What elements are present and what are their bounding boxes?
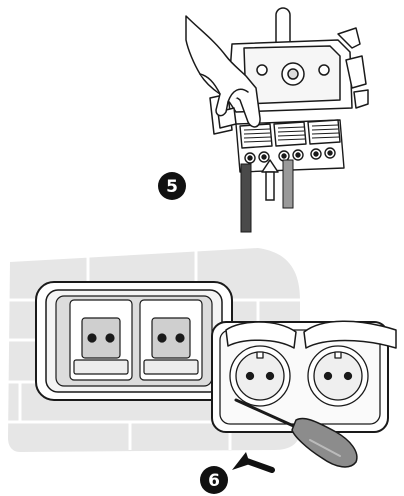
wire-dark — [240, 163, 252, 233]
left-mechanism — [69, 299, 133, 381]
step6-assembly: 6 — [8, 248, 397, 494]
socket-right — [307, 345, 369, 407]
arrow-up-icon — [261, 159, 279, 201]
right-mechanism — [139, 299, 203, 381]
step-5-badge: 5 — [158, 172, 186, 200]
terminal-holes — [244, 147, 336, 164]
wire-light — [282, 159, 294, 209]
step-6-badge: 6 — [200, 466, 228, 494]
socket-left — [229, 345, 291, 407]
screwdriver-icon — [234, 398, 358, 468]
hand-pushing-icon — [185, 15, 261, 128]
wall-box — [35, 281, 233, 401]
step-5-number: 5 — [166, 177, 178, 197]
terminal-block — [235, 119, 345, 173]
hinged-lids — [225, 320, 397, 349]
arrow-diagonal-icon — [232, 452, 275, 473]
step-6-number: 6 — [208, 471, 220, 491]
socket-cover-plate — [211, 320, 397, 433]
step5-assembly: 5 — [158, 7, 369, 233]
